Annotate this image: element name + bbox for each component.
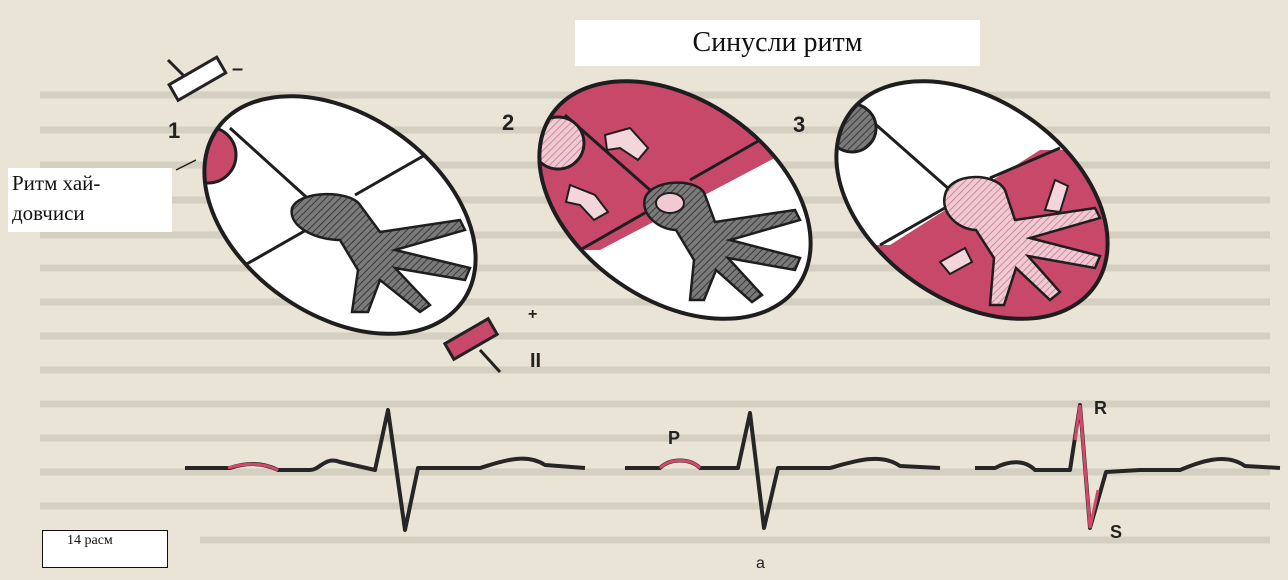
r-wave-label: R: [1094, 398, 1107, 419]
diagram-title: Синусли ритм: [575, 20, 980, 66]
pacemaker-label-line1: Ритм хай-: [12, 168, 172, 198]
panel-number-2: 2: [502, 110, 514, 136]
lead-label: II: [530, 350, 541, 373]
figure-label: 14 расм: [42, 530, 168, 568]
panel-number-1: 1: [168, 118, 180, 144]
panel-number-3: 3: [793, 112, 805, 138]
pacemaker-label-line2: довчиси: [12, 198, 172, 228]
s-wave-label: S: [1110, 522, 1122, 543]
electrode-plus-sign: +: [528, 306, 537, 324]
sublabel: а: [756, 555, 765, 573]
pacemaker-label: Ритм хай- довчиси: [8, 168, 172, 232]
electrode-minus-sign: –: [232, 58, 243, 81]
p-wave-label: P: [668, 428, 680, 449]
